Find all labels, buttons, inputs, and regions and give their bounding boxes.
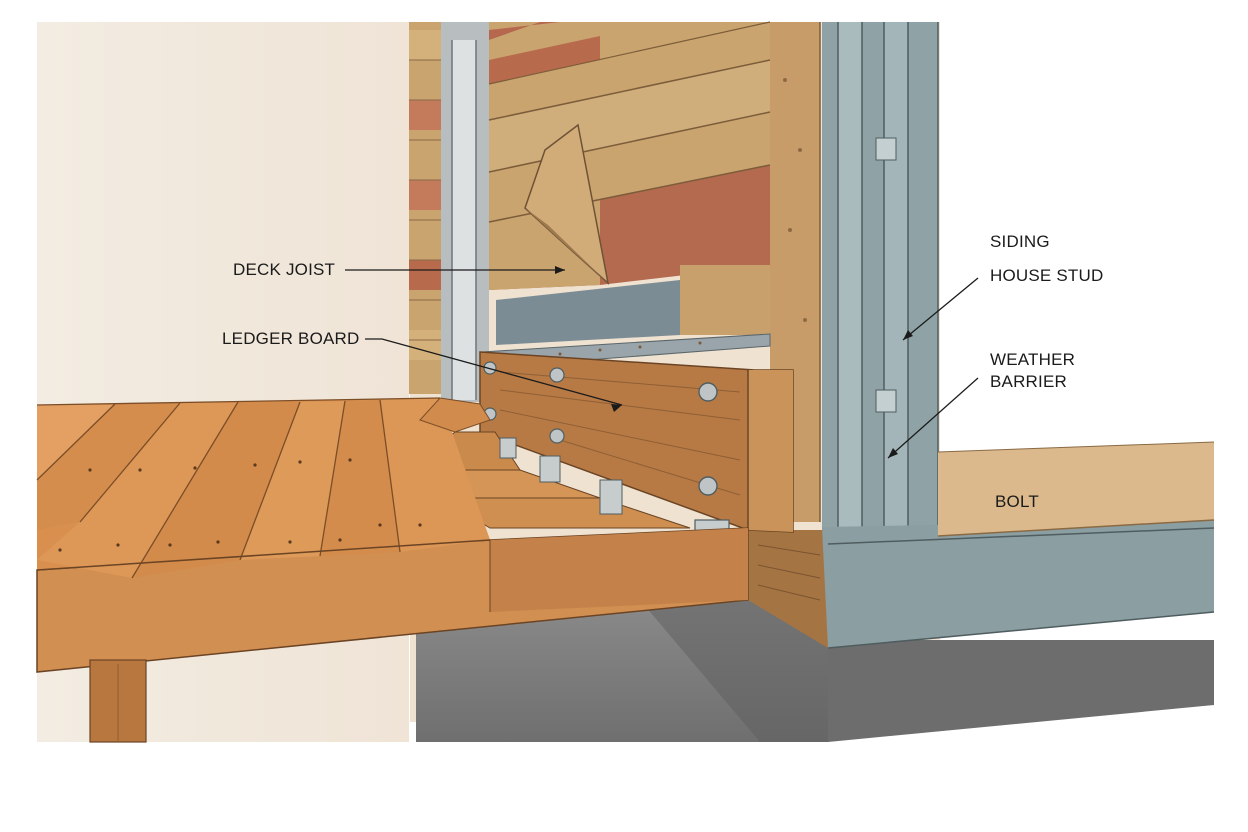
arrow-weather-barrier (888, 448, 898, 458)
ledger-bolts (483, 361, 718, 496)
leader-lines (345, 266, 979, 459)
arrow-ledger-board (611, 404, 622, 412)
label-weather-barrier-line1: WEATHER (990, 350, 1076, 369)
leader-ledger-board (365, 338, 623, 406)
label-siding: SIDING (990, 232, 1050, 251)
label-house-stud: HOUSE STUD (990, 266, 1104, 285)
leader-house-stud (902, 277, 979, 341)
support-post (89, 659, 147, 743)
deck-boards (36, 397, 491, 579)
subfloor (937, 441, 1215, 537)
siding-left-strip (409, 22, 441, 394)
steel-stud (822, 22, 939, 544)
label-bolt: BOLT (995, 492, 1039, 511)
label-ledger-board: LEDGER BOARD (222, 329, 360, 348)
label-deck-joist: DECK JOIST (233, 260, 336, 279)
arrow-deck-joist (555, 266, 565, 274)
leader-weather-barrier (887, 377, 979, 459)
arrow-house-stud (903, 330, 913, 340)
label-weather-barrier: WEATHER BARRIER (990, 349, 1075, 393)
siding-panels (488, 21, 771, 290)
label-weather-barrier-line2: BARRIER (990, 372, 1067, 391)
ledger-board (479, 351, 794, 533)
rim-board (748, 520, 1215, 649)
vertical-trim (441, 22, 489, 402)
